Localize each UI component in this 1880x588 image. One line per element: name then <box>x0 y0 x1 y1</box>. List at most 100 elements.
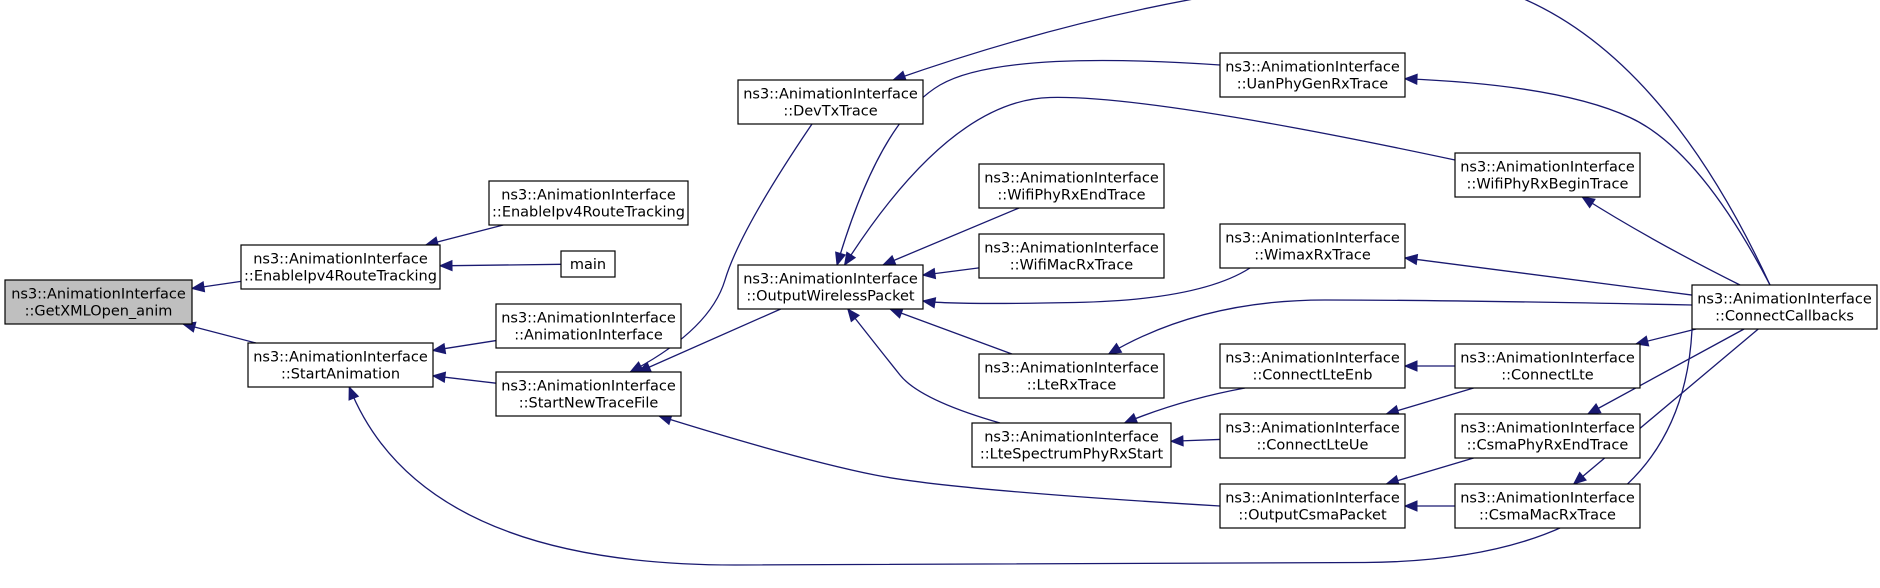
node-wifiPhyBegin[interactable]: ns3::AnimationInterface::WifiPhyRxBeginT… <box>1454 152 1641 198</box>
arrowhead-csmaMac-to-outCsma <box>1403 500 1418 512</box>
node-startTrace[interactable]: ns3::AnimationInterface::StartNewTraceFi… <box>495 371 682 417</box>
arrowhead-connCb-to-devTx <box>892 70 907 82</box>
node-connLteEnb[interactable]: ns3::AnimationInterface::ConnectLteEnb <box>1219 343 1406 389</box>
edge-uanPhy-to-outWireless <box>836 59 1221 266</box>
node-label-line: ::StartAnimation <box>281 367 400 383</box>
edge-connCb-to-wifiPhyBegin <box>1581 196 1741 286</box>
arrowhead-lteRx-to-outWireless <box>888 307 904 319</box>
node-startAnim[interactable]: ns3::AnimationInterface::StartAnimation <box>247 342 434 388</box>
node-main[interactable]: main <box>560 250 616 278</box>
edge-connLte-to-connLteUe <box>1386 387 1474 415</box>
node-label-line: ns3::AnimationInterface <box>1225 60 1400 76</box>
node-box <box>495 303 682 349</box>
node-label-line: ns3::AnimationInterface <box>1460 160 1635 176</box>
node-uanPhy[interactable]: ns3::AnimationInterface::UanPhyGenRxTrac… <box>1219 52 1406 98</box>
node-label-line: ::CsmaMacRxTrace <box>1479 508 1616 524</box>
node-label-line: ::DevTxTrace <box>783 104 877 120</box>
node-box <box>1219 343 1406 389</box>
edge-wimax-to-outWireless <box>922 267 1251 305</box>
node-csmaPhyEnd[interactable]: ns3::AnimationInterface::CsmaPhyRxEndTra… <box>1454 413 1641 459</box>
edge-connCb-to-csmaPhyEnd <box>1587 328 1745 415</box>
node-box <box>1219 483 1406 529</box>
node-lteRx[interactable]: ns3::AnimationInterface::LteRxTrace <box>978 353 1165 399</box>
node-label-line: ::AnimationInterface <box>514 328 663 344</box>
arrowhead-connLteUe-to-lteSpec <box>1169 435 1184 447</box>
node-box <box>1219 52 1406 98</box>
node-lteSpec[interactable]: ns3::AnimationInterface::LteSpectrumPhyR… <box>971 422 1172 468</box>
node-box <box>737 264 924 310</box>
node-box <box>1454 152 1641 198</box>
node-box <box>4 279 193 325</box>
arrowhead-connLte-to-connLteEnb <box>1403 360 1418 372</box>
node-box <box>495 371 682 417</box>
node-label-line: ::LteRxTrace <box>1027 378 1117 394</box>
node-wifiMac[interactable]: ns3::AnimationInterface::WifiMacRxTrace <box>978 233 1165 279</box>
edge-lteRx-to-outWireless <box>889 308 1013 355</box>
node-label-line: ns3::AnimationInterface <box>743 87 918 103</box>
node-box <box>560 250 616 278</box>
node-label-line: ns3::AnimationInterface <box>501 188 676 204</box>
arrowhead-connCb-to-csmaPhyEnd <box>1586 402 1602 415</box>
arrowhead-enableIpv4_a-to-getxml <box>190 280 206 293</box>
node-csmaMac[interactable]: ns3::AnimationInterface::CsmaMacRxTrace <box>1454 483 1641 529</box>
edge-wifiPhyBegin-to-outWireless <box>844 96 1456 266</box>
node-label-line: ns3::AnimationInterface <box>984 241 1159 257</box>
node-label-line: main <box>570 257 606 273</box>
node-label-line: ::LteSpectrumPhyRxStart <box>980 447 1164 463</box>
node-label-line: ::EnableIpv4RouteTracking <box>244 269 437 285</box>
edge-connCb-to-devTx <box>893 0 1771 286</box>
node-box <box>1691 284 1878 330</box>
edge-startAnim-to-getxml <box>182 323 257 344</box>
node-label-line: ::WifiMacRxTrace <box>1010 258 1134 274</box>
node-outCsma[interactable]: ns3::AnimationInterface::OutputCsmaPacke… <box>1219 483 1406 529</box>
node-getxml[interactable]: ns3::AnimationInterface::GetXMLOpen_anim <box>4 279 193 325</box>
node-animIface[interactable]: ns3::AnimationInterface::AnimationInterf… <box>495 303 682 349</box>
edge-outCsma-to-startTrace <box>658 415 1221 507</box>
node-connLte[interactable]: ns3::AnimationInterface::ConnectLte <box>1454 343 1641 389</box>
arrowhead-connCb-to-wifiPhyBegin <box>1581 196 1596 209</box>
node-label-line: ::GetXMLOpen_anim <box>25 304 173 320</box>
node-wimax[interactable]: ns3::AnimationInterface::WimaxRxTrace <box>1219 223 1406 269</box>
node-connLteUe[interactable]: ns3::AnimationInterface::ConnectLteUe <box>1219 413 1406 459</box>
arrowhead-animIface-to-startAnim <box>431 342 447 355</box>
node-label-line: ns3::AnimationInterface <box>501 311 676 327</box>
node-label-line: ns3::AnimationInterface <box>11 287 186 303</box>
edges-layer <box>181 0 1771 566</box>
node-label-line: ::CsmaPhyRxEndTrace <box>1467 438 1629 454</box>
node-label-line: ns3::AnimationInterface <box>984 361 1159 377</box>
edge-connCb-to-wimax <box>1404 257 1693 296</box>
node-label-line: ns3::AnimationInterface <box>1225 231 1400 247</box>
node-label-line: ns3::AnimationInterface <box>1460 351 1635 367</box>
edge-csmaPhyEnd-to-outCsma <box>1386 457 1474 485</box>
node-label-line: ns3::AnimationInterface <box>1225 421 1400 437</box>
arrowhead-main-to-enableIpv4_a <box>438 259 453 272</box>
node-connCb[interactable]: ns3::AnimationInterface::ConnectCallback… <box>1691 284 1878 330</box>
arrowhead-lteSpec-to-outWireless <box>846 307 861 323</box>
node-label-line: ns3::AnimationInterface <box>1225 351 1400 367</box>
arrowhead-wifiPhyEnd-to-outWireless <box>881 254 897 266</box>
node-label-line: ::ConnectLte <box>1501 368 1593 384</box>
node-label-line: ::WimaxRxTrace <box>1254 248 1371 264</box>
node-box <box>978 233 1165 279</box>
edge-connCb-to-uanPhy <box>1404 78 1771 286</box>
node-enableIpv4_a[interactable]: ns3::AnimationInterface::EnableIpv4Route… <box>240 244 441 290</box>
arrowhead-connCb-to-csmaMac <box>1572 471 1587 485</box>
node-enableIpv4_b[interactable]: ns3::AnimationInterface::EnableIpv4Route… <box>488 180 689 226</box>
node-wifiPhyEnd[interactable]: ns3::AnimationInterface::WifiPhyRxEndTra… <box>978 163 1165 209</box>
node-box <box>1454 413 1641 459</box>
node-box <box>1454 343 1641 389</box>
node-label-line: ns3::AnimationInterface <box>743 272 918 288</box>
edge-enableIpv4_b-to-enableIpv4_a <box>425 224 504 246</box>
node-label-line: ns3::AnimationInterface <box>984 430 1159 446</box>
node-devTx[interactable]: ns3::AnimationInterface::DevTxTrace <box>737 79 924 125</box>
node-label-line: ns3::AnimationInterface <box>1697 292 1872 308</box>
node-box <box>971 422 1172 468</box>
edge-lteSpec-to-outWireless <box>847 308 1001 424</box>
node-label-line: ns3::AnimationInterface <box>984 171 1159 187</box>
node-box <box>978 163 1165 209</box>
node-label-line: ns3::AnimationInterface <box>253 350 428 366</box>
node-label-line: ns3::AnimationInterface <box>1460 491 1635 507</box>
node-box <box>240 244 441 290</box>
arrowhead-uanPhy-to-outWireless <box>835 251 847 267</box>
node-outWireless[interactable]: ns3::AnimationInterface::OutputWirelessP… <box>737 264 924 310</box>
